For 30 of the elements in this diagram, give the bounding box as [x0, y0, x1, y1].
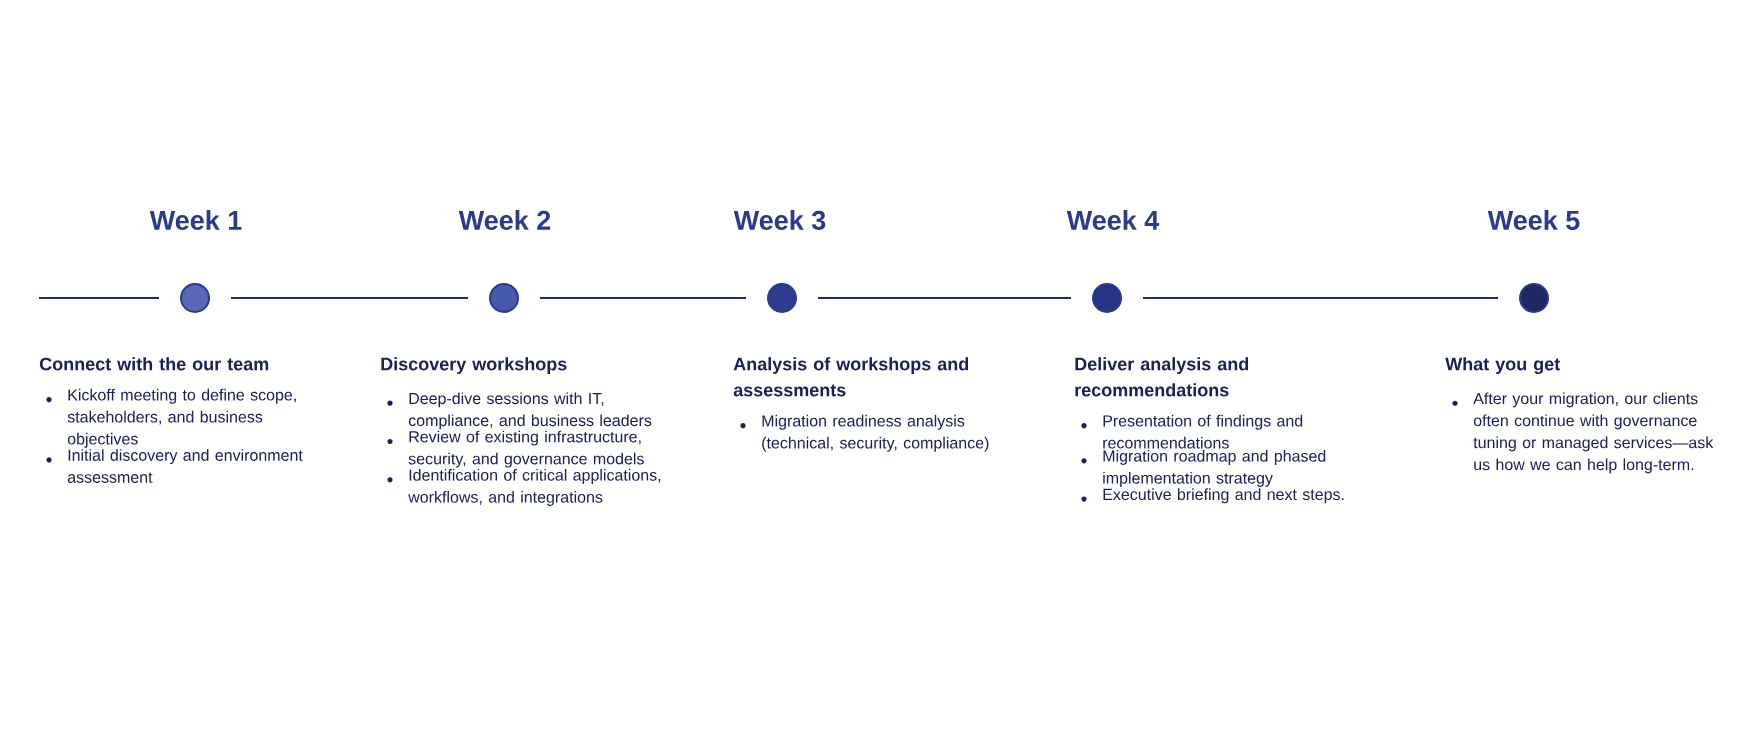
week-label: Week 1 — [149, 210, 242, 230]
bullet-item: Identification of critical applications, workflows, and integrations — [387, 469, 661, 506]
timeline-line — [540, 296, 746, 300]
bullet-item: Migration roadmap and phased implementation strategy — [1081, 450, 1326, 487]
bullet-item: After your migration, our clients often continue with governance tuning or managed services—ask us how we can help long-term. — [1452, 392, 1714, 474]
week-label: Week 3 — [733, 210, 826, 230]
timeline-dot — [767, 283, 797, 313]
bullet-item: Initial discovery and environment assessment — [46, 449, 303, 483]
bullet-item: Executive briefing and next steps. — [1081, 488, 1344, 504]
step-heading: Discovery workshops — [381, 357, 567, 374]
timeline-dot — [1092, 283, 1122, 313]
timeline-line — [39, 296, 159, 300]
bullet-item: Review of existing infrastructure, security, and governance models — [387, 430, 644, 468]
week-label: Week 4 — [1066, 210, 1160, 230]
step-heading: What you get — [1445, 357, 1560, 375]
step-heading: Analysis of workshops and assessments — [733, 357, 969, 397]
timeline-dot — [1519, 283, 1549, 313]
bullet-item: Presentation of findings and recommendations — [1081, 414, 1303, 449]
week-label: Week 2 — [458, 210, 551, 230]
timeline-line — [818, 296, 1071, 300]
timeline-line — [231, 296, 468, 300]
bullet-item: Deep-dive sessions with IT, compliance, and business leaders — [387, 392, 652, 430]
timeline-line — [1143, 296, 1498, 300]
timeline-dot — [180, 283, 210, 313]
step-heading: Connect with the our team — [39, 357, 269, 371]
step-heading: Deliver analysis and recommendations — [1075, 357, 1249, 397]
bullet-item: Migration readiness analysis (technical, security, compliance) — [740, 414, 989, 452]
bullet-item: Kickoff meeting to define scope, stakeholders, and business objectives — [46, 388, 296, 448]
week-label: Week 5 — [1487, 210, 1580, 230]
timeline-dot — [489, 283, 519, 313]
